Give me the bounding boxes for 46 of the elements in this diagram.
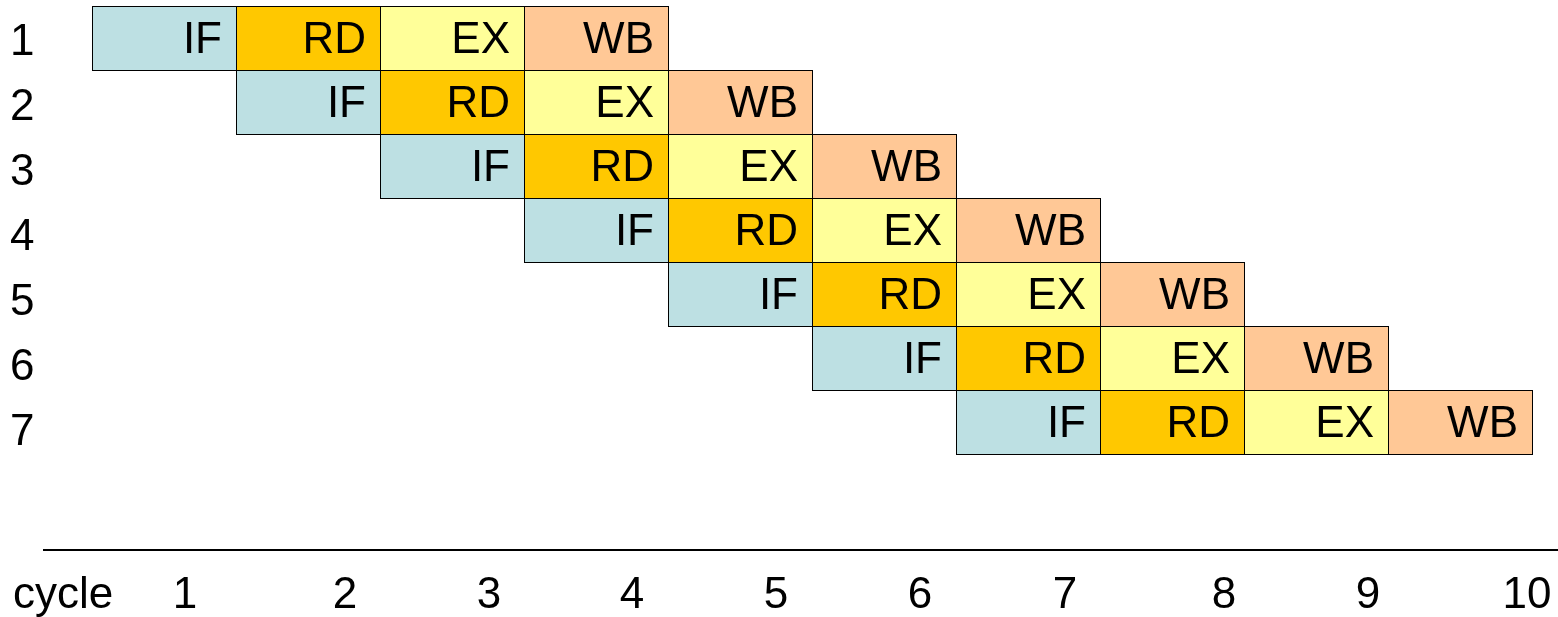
cycle-number: 2 xyxy=(331,568,359,617)
execute-stage-cell: EX xyxy=(956,262,1101,327)
cycle-number: 7 xyxy=(1051,568,1079,617)
writeback-stage-cell: WB xyxy=(1100,262,1245,327)
row-number: 3 xyxy=(10,145,35,195)
cycle-number: 3 xyxy=(475,568,503,617)
read-stage-cell: RD xyxy=(236,6,381,71)
writeback-stage-cell: WB xyxy=(1388,390,1533,455)
row-number: 7 xyxy=(10,405,35,455)
fetch-stage-cell: IF xyxy=(92,6,237,71)
execute-stage-cell: EX xyxy=(1244,390,1389,455)
fetch-stage-cell: IF xyxy=(524,198,669,263)
fetch-stage-cell: IF xyxy=(380,134,525,199)
cycle-number: 1 xyxy=(171,568,199,617)
row-number: 4 xyxy=(10,210,35,260)
row-number: 5 xyxy=(10,275,35,325)
execute-stage-cell: EX xyxy=(1100,326,1245,391)
writeback-stage-cell: WB xyxy=(524,6,669,71)
row-number: 1 xyxy=(10,15,35,65)
read-stage-cell: RD xyxy=(668,198,813,263)
cycle-number: 10 xyxy=(1501,568,1553,617)
fetch-stage-cell: IF xyxy=(956,390,1101,455)
writeback-stage-cell: WB xyxy=(668,70,813,135)
row-number: 6 xyxy=(10,340,35,390)
fetch-stage-cell: IF xyxy=(236,70,381,135)
execute-stage-cell: EX xyxy=(524,70,669,135)
writeback-stage-cell: WB xyxy=(956,198,1101,263)
cycle-number: 4 xyxy=(618,568,646,617)
fetch-stage-cell: IF xyxy=(668,262,813,327)
read-stage-cell: RD xyxy=(380,70,525,135)
read-stage-cell: RD xyxy=(1100,390,1245,455)
writeback-stage-cell: WB xyxy=(812,134,957,199)
writeback-stage-cell: WB xyxy=(1244,326,1389,391)
read-stage-cell: RD xyxy=(956,326,1101,391)
read-stage-cell: RD xyxy=(524,134,669,199)
cycle-number: 6 xyxy=(906,568,934,617)
fetch-stage-cell: IF xyxy=(812,326,957,391)
cycle-number: 9 xyxy=(1354,568,1382,617)
execute-stage-cell: EX xyxy=(668,134,813,199)
row-number: 2 xyxy=(10,80,35,130)
execute-stage-cell: EX xyxy=(812,198,957,263)
cycle-number: 5 xyxy=(762,568,790,617)
axis-title: cycle xyxy=(13,568,114,617)
execute-stage-cell: EX xyxy=(380,6,525,71)
read-stage-cell: RD xyxy=(812,262,957,327)
cycle-number: 8 xyxy=(1210,568,1238,617)
